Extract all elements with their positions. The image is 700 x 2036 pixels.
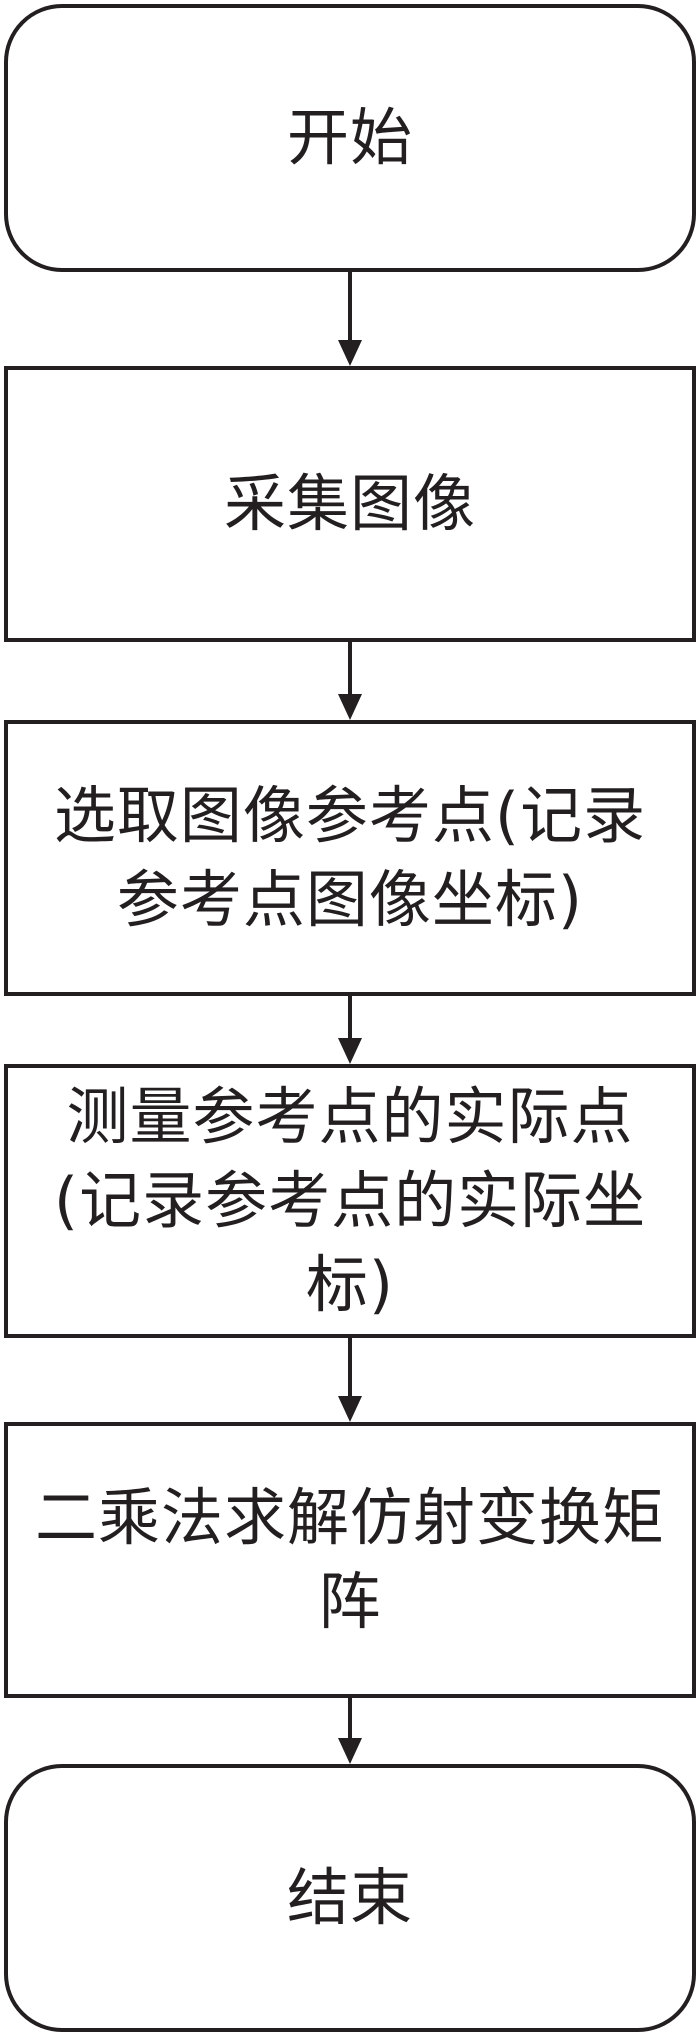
select-reference-points-node: 选取图像参考点(记录参考点图像坐标) — [4, 720, 696, 996]
arrow-shaft — [348, 642, 352, 696]
start-node-label: 开始 — [286, 101, 413, 174]
acquire-image-node: 采集图像 — [4, 366, 696, 642]
arrow-head — [338, 1038, 362, 1064]
acquire-image-node-label: 采集图像 — [223, 467, 476, 540]
start-node: 开始 — [4, 4, 696, 272]
select-reference-points-node-label: 选取图像参考点(记录参考点图像坐标) — [53, 779, 647, 936]
arrow-shaft — [348, 996, 352, 1040]
arrow-head — [338, 1396, 362, 1422]
arrow-shaft — [348, 1338, 352, 1398]
arrow-head — [338, 340, 362, 366]
measure-actual-points-node-label: 测量参考点的实际点(记录参考点的实际坐标) — [53, 1080, 647, 1321]
measure-actual-points-node: 测量参考点的实际点(记录参考点的实际坐标) — [4, 1064, 696, 1338]
arrow-shaft — [348, 1698, 352, 1740]
arrow-head — [338, 694, 362, 720]
end-node-label: 结束 — [286, 1861, 413, 1934]
arrow-head — [338, 1738, 362, 1764]
solve-affine-matrix-node: 二乘法求解仿射变换矩阵 — [4, 1422, 696, 1698]
end-node: 结束 — [4, 1764, 696, 2032]
arrow-shaft — [348, 272, 352, 342]
solve-affine-matrix-node-label: 二乘法求解仿射变换矩阵 — [34, 1481, 665, 1638]
